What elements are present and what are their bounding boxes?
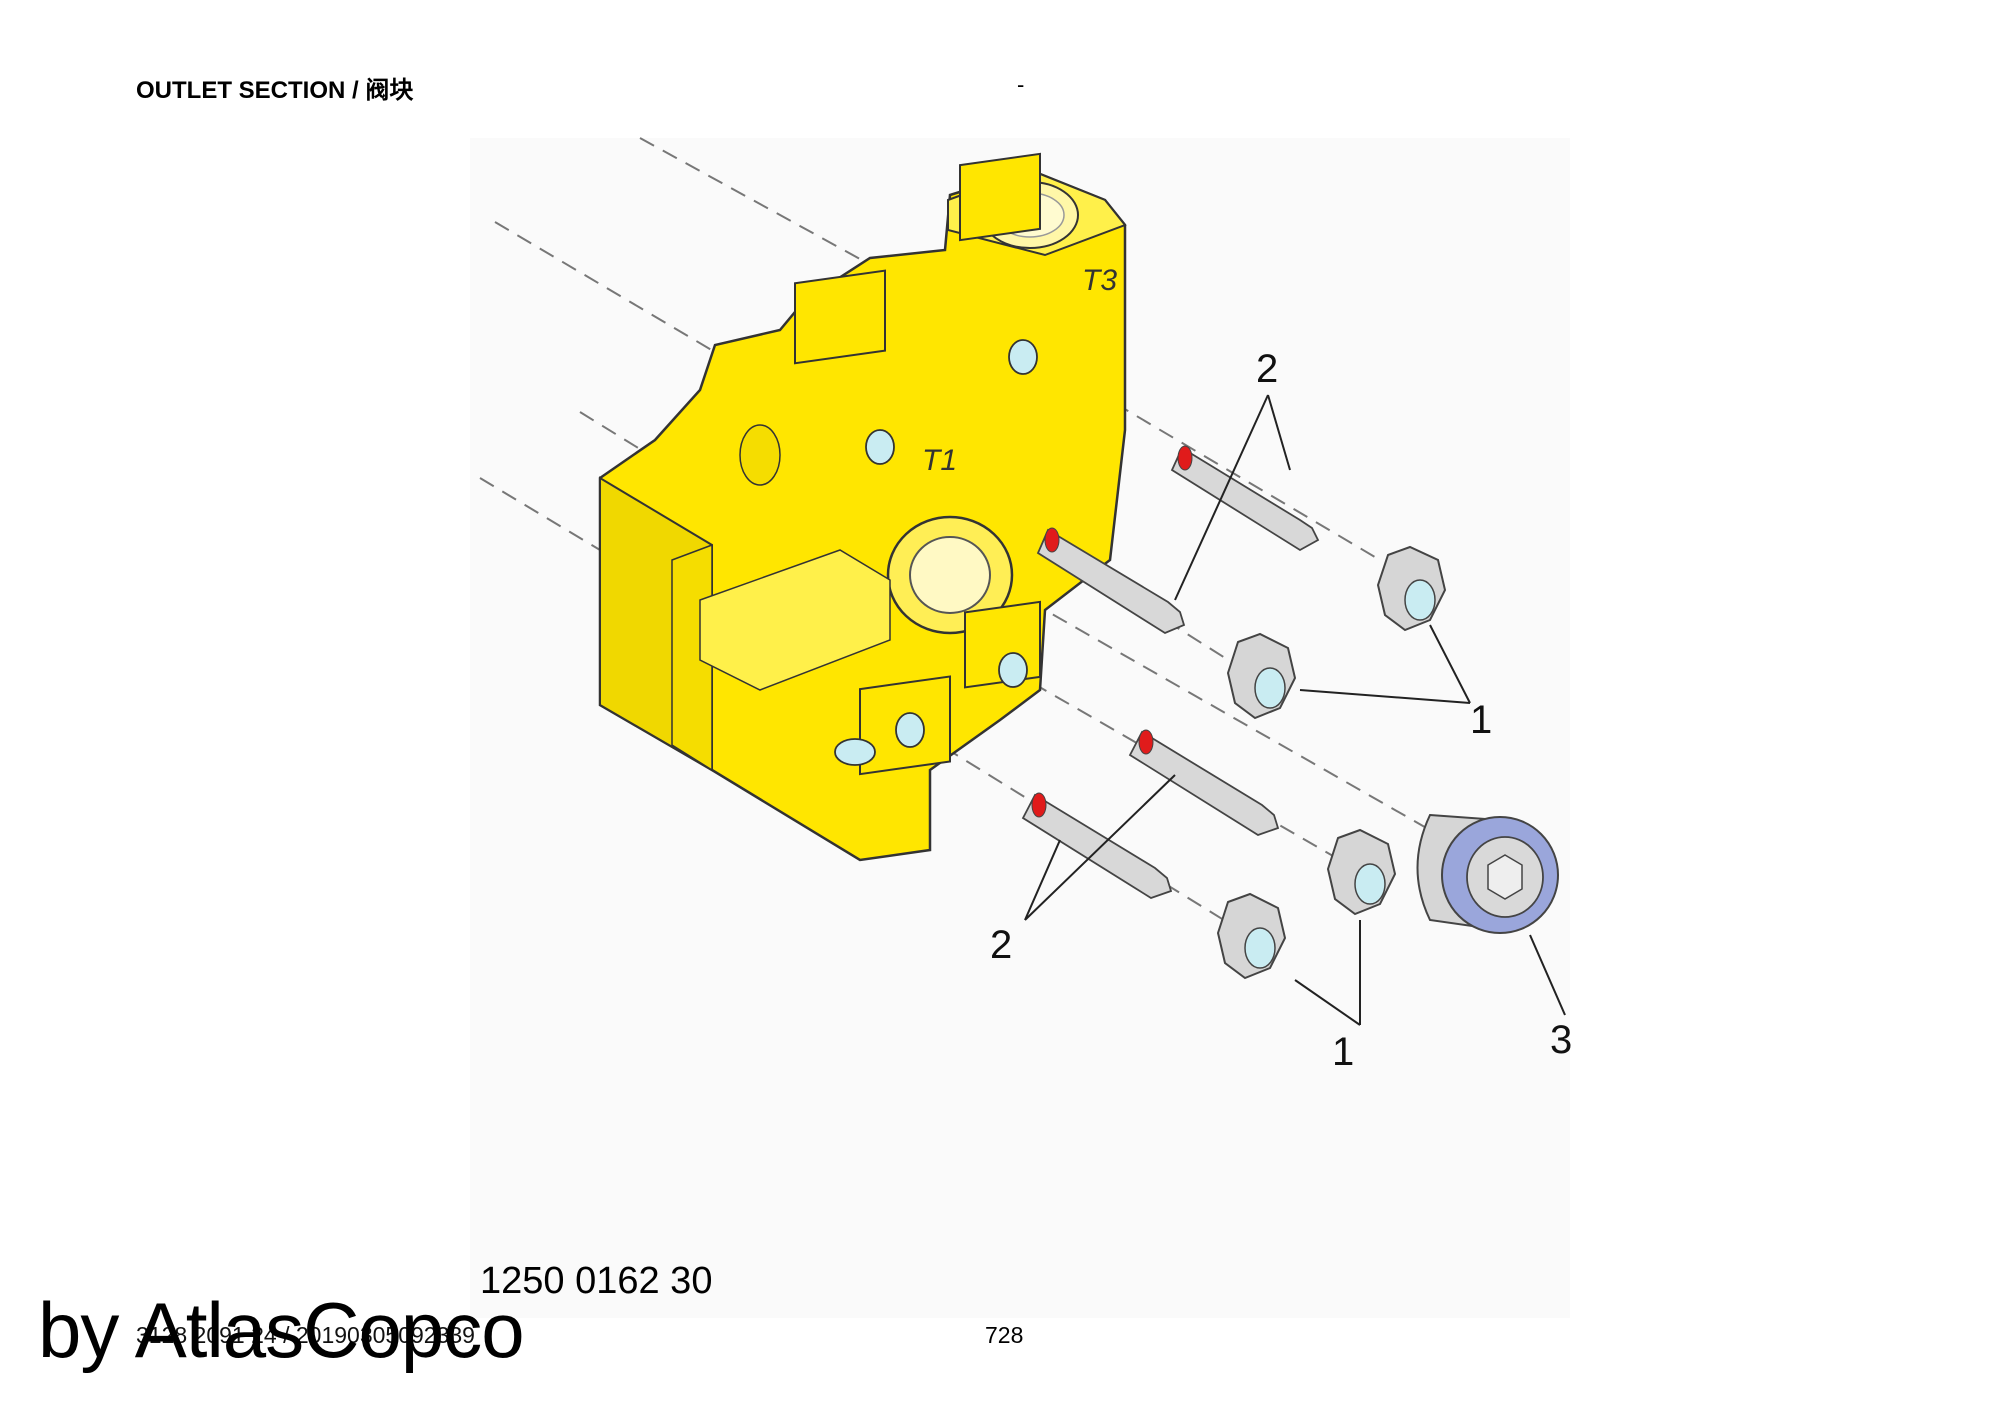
callout-leaders xyxy=(1024,394,1566,1026)
stud-2 xyxy=(1036,527,1186,635)
studs xyxy=(1021,445,1320,899)
nut-2 xyxy=(1226,632,1297,720)
port-label-t1: T1 xyxy=(922,444,957,477)
nut-3 xyxy=(1326,828,1397,916)
outlet-valve-housing xyxy=(598,152,1127,862)
watermark-text: by AtlasCopco xyxy=(38,1286,525,1374)
callout-plug: 3 xyxy=(1550,1018,1572,1062)
nut-1 xyxy=(1376,545,1447,632)
section-dash: - xyxy=(1017,72,1025,97)
stud-4 xyxy=(1021,792,1173,899)
page-number: 728 xyxy=(985,1322,1024,1348)
callout-nut-lower: 1 xyxy=(1332,1030,1354,1074)
document-reference: 3128 2091 24 / 20190305092339 xyxy=(136,1322,475,1348)
part-number: 1250 0162 30 xyxy=(480,1260,713,1302)
nut-4 xyxy=(1216,892,1287,980)
callout-stud-upper: 2 xyxy=(1256,347,1278,391)
callout-nut-upper: 1 xyxy=(1470,698,1492,742)
plug-with-seal xyxy=(1416,813,1559,934)
callout-stud-lower: 2 xyxy=(990,923,1012,967)
stud-1 xyxy=(1170,445,1320,552)
section-title: OUTLET SECTION / 阀块 xyxy=(136,77,414,104)
port-label-t3: T3 xyxy=(1082,264,1117,297)
nuts xyxy=(1216,545,1447,980)
stud-3 xyxy=(1128,729,1280,836)
